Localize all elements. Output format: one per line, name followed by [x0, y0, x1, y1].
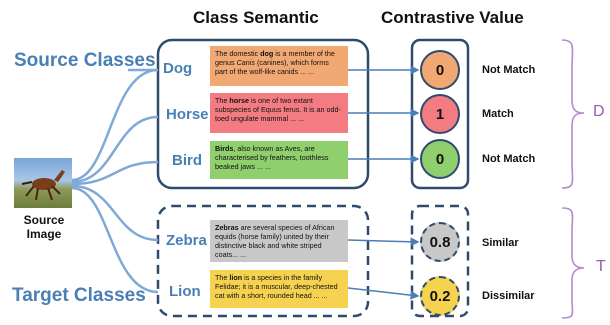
source-image	[14, 158, 72, 208]
description-lion: The lion is a species in the family Feli…	[210, 270, 348, 308]
result-zebra: Similar	[482, 237, 519, 249]
value-circle-horse: 1	[420, 94, 460, 134]
horse-image-icon	[21, 170, 65, 201]
brace-label-t: T	[596, 258, 606, 275]
target-classes-box	[156, 204, 370, 318]
brace-t	[561, 207, 585, 319]
target-classes-title: Target Classes	[12, 285, 146, 306]
value-circle-bird: 0	[420, 139, 460, 179]
value-circle-zebra: 0.8	[420, 222, 460, 262]
value-circle-dog: 0	[420, 50, 460, 90]
value-arrows	[347, 65, 420, 300]
description-horse: The horse is one of two extant subspecie…	[210, 93, 348, 133]
result-bird: Not Match	[482, 153, 536, 165]
brace-d	[561, 39, 585, 189]
source-classes-box	[156, 38, 370, 190]
source-image-label-line1: Source	[23, 213, 65, 227]
description-bird: Birds, also known as Aves, are character…	[210, 141, 348, 179]
value-circle-lion: 0.2	[420, 276, 460, 316]
brace-label-d: D	[593, 103, 605, 120]
source-image-label: Source Image	[22, 213, 66, 241]
class-name-horse: Horse	[166, 106, 209, 123]
result-lion: Dissimilar	[482, 290, 535, 302]
class-name-bird: Bird	[172, 152, 202, 169]
target-value-box	[410, 204, 470, 318]
source-classes-title: Source Classes	[14, 50, 156, 71]
header-contrastive-value: Contrastive Value	[381, 8, 524, 27]
class-name-dog: Dog	[163, 60, 193, 77]
header-class-semantic: Class Semantic	[193, 8, 319, 27]
result-horse: Match	[482, 108, 514, 120]
description-zebra: Zebras are several species of African eq…	[210, 220, 348, 262]
source-image-label-line2: Image	[26, 227, 62, 241]
result-dog: Not Match	[482, 64, 536, 76]
class-name-lion: Lion	[169, 283, 201, 300]
class-name-zebra: Zebra	[166, 232, 207, 249]
description-dog: The domestic dog is a member of the genu…	[210, 46, 348, 86]
image-branches	[71, 68, 159, 294]
